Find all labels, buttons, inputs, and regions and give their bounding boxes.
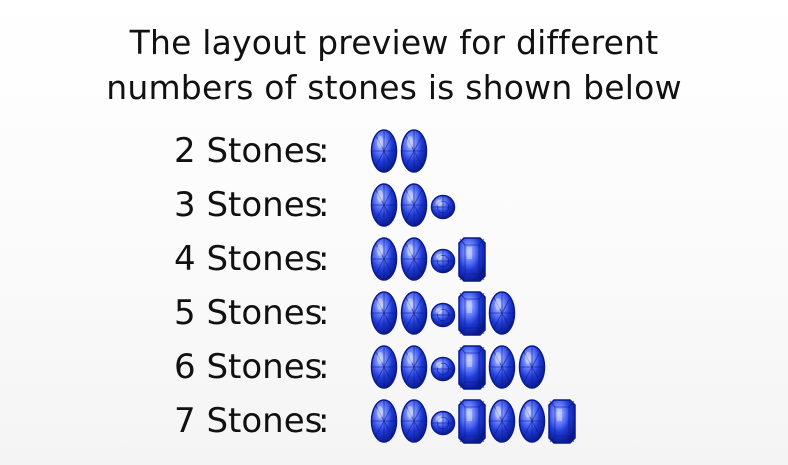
oval-stone-icon: [400, 183, 428, 227]
oval-stone-icon: [488, 399, 516, 443]
oval-stone-icon: [370, 237, 398, 281]
oval-stone-icon: [370, 345, 398, 389]
stone-preview: [370, 128, 428, 174]
round-stone-icon: [430, 410, 456, 436]
row-label: 4 Stones: [174, 239, 323, 279]
row-colon: :: [318, 131, 330, 171]
oval-stone-icon: [400, 237, 428, 281]
stone-icons: [370, 399, 576, 444]
stone-icons: [370, 345, 546, 390]
oval-stone-icon: [370, 129, 398, 173]
stone-preview: [370, 236, 486, 282]
oval-stone-icon: [400, 291, 428, 335]
row-label: 7 Stones: [174, 401, 323, 441]
title-line-1: The layout preview for different: [129, 23, 659, 62]
stone-row-4: 4 Stones :: [0, 232, 788, 286]
round-stone-icon: [430, 302, 456, 328]
stone-preview: [370, 182, 456, 228]
oval-stone-icon: [400, 345, 428, 389]
stone-row-5: 5 Stones :: [0, 286, 788, 340]
round-stone-icon: [430, 194, 456, 220]
emerald-stone-icon: [458, 345, 486, 390]
row-colon: :: [318, 185, 330, 225]
stone-row-6: 6 Stones :: [0, 340, 788, 394]
stone-icons: [370, 237, 486, 282]
emerald-stone-icon: [458, 237, 486, 282]
page-title: The layout preview for different numbers…: [0, 20, 788, 110]
oval-stone-icon: [400, 399, 428, 443]
row-colon: :: [318, 401, 330, 441]
row-colon: :: [318, 347, 330, 387]
oval-stone-icon: [518, 399, 546, 443]
oval-stone-icon: [370, 291, 398, 335]
stone-row-2: 2 Stones :: [0, 124, 788, 178]
oval-stone-icon: [518, 345, 546, 389]
oval-stone-icon: [488, 345, 516, 389]
stone-icons: [370, 183, 456, 227]
row-colon: :: [318, 239, 330, 279]
stone-icons: [370, 129, 428, 173]
row-label: 3 Stones: [174, 185, 323, 225]
title-line-2: numbers of stones is shown below: [106, 68, 682, 107]
stone-preview: [370, 290, 516, 336]
round-stone-icon: [430, 356, 456, 382]
oval-stone-icon: [370, 183, 398, 227]
emerald-stone-icon: [458, 399, 486, 444]
emerald-stone-icon: [548, 399, 576, 444]
stone-preview: [370, 344, 546, 390]
emerald-stone-icon: [458, 291, 486, 336]
stone-icons: [370, 291, 516, 336]
row-label: 5 Stones: [174, 293, 323, 333]
stone-row-3: 3 Stones :: [0, 178, 788, 232]
oval-stone-icon: [488, 291, 516, 335]
stone-preview: [370, 398, 576, 444]
oval-stone-icon: [370, 399, 398, 443]
stone-row-7: 7 Stones :: [0, 394, 788, 448]
row-label: 2 Stones: [174, 131, 323, 171]
oval-stone-icon: [400, 129, 428, 173]
row-colon: :: [318, 293, 330, 333]
round-stone-icon: [430, 248, 456, 274]
row-label: 6 Stones: [174, 347, 323, 387]
